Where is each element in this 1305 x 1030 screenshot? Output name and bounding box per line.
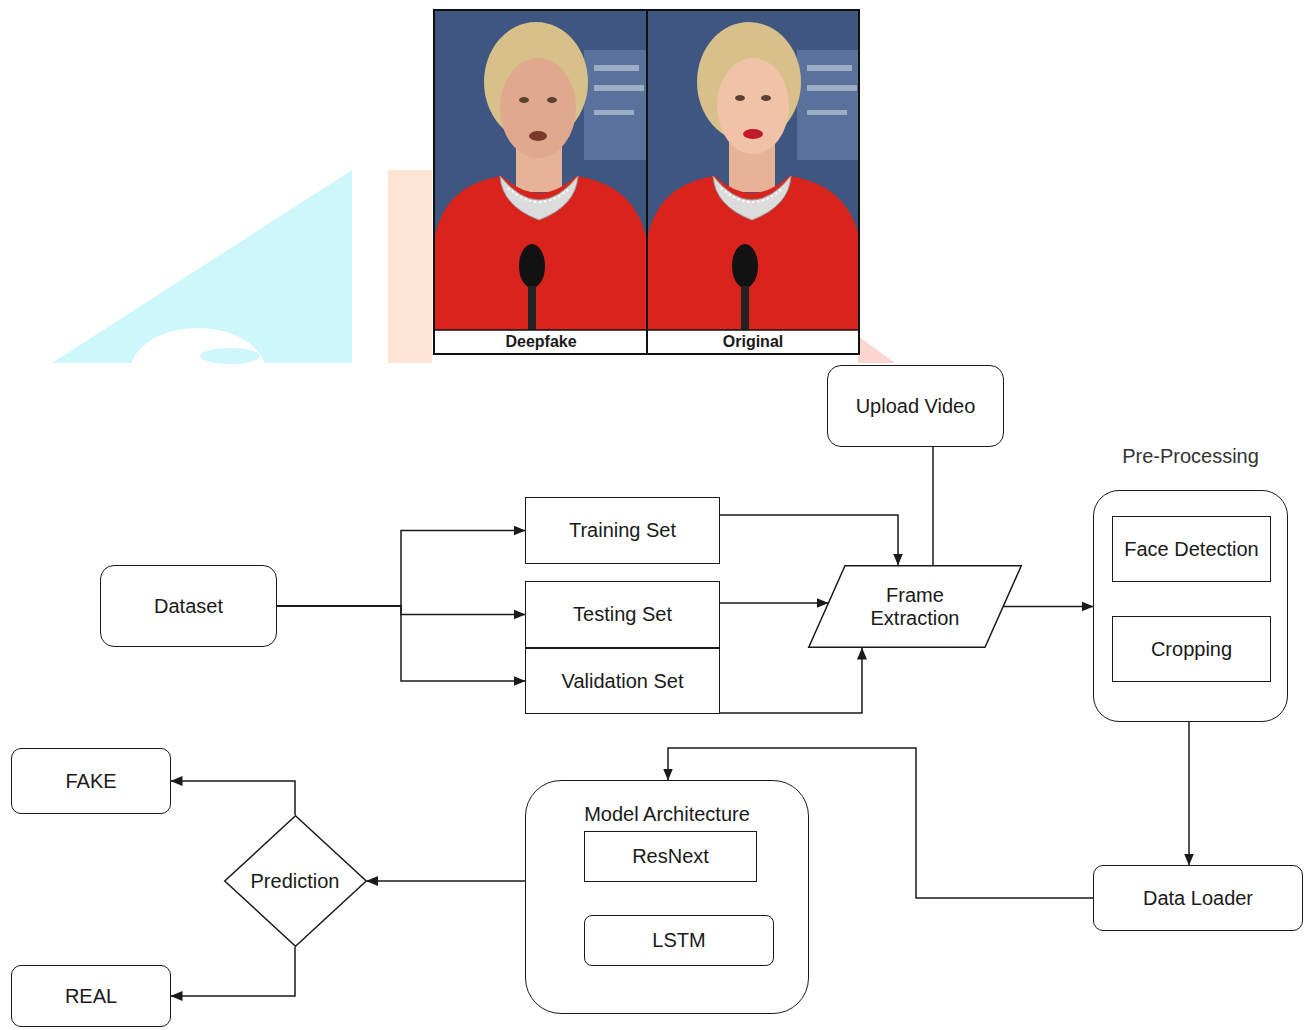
photo-scene bbox=[434, 10, 647, 331]
box-text: Prediction bbox=[251, 870, 340, 893]
eye bbox=[735, 95, 745, 101]
group-heading: Pre-Processing bbox=[1122, 445, 1259, 468]
eye bbox=[547, 97, 557, 103]
diamond-shape bbox=[224, 816, 366, 947]
group-container: Model ArchitectureResNextLSTM bbox=[525, 780, 809, 1014]
model-box: LSTM bbox=[584, 915, 774, 966]
watermark-swoosh bbox=[130, 328, 266, 416]
box-text: LSTM bbox=[652, 929, 705, 952]
connector bbox=[1004, 606, 1094, 608]
watermark-band bbox=[388, 170, 432, 363]
process-box: Cropping bbox=[1112, 616, 1271, 682]
watermark-swoosh bbox=[200, 348, 260, 364]
connector bbox=[720, 515, 898, 565]
connector bbox=[720, 602, 828, 604]
photo-frame bbox=[434, 10, 859, 354]
decision-diamond: Prediction bbox=[224, 815, 367, 947]
dataset-split-box: Training Set bbox=[525, 497, 720, 564]
box-text: ResNext bbox=[632, 845, 709, 868]
box-text: Training Set bbox=[569, 519, 676, 542]
face bbox=[500, 58, 576, 158]
parallelogram-shape bbox=[809, 566, 1022, 648]
box-text: Dataset bbox=[154, 595, 223, 618]
connector bbox=[171, 947, 295, 996]
caption-wrap: Deepfake bbox=[441, 332, 641, 352]
model-box: ResNext bbox=[584, 831, 757, 882]
connector bbox=[367, 880, 526, 882]
connector bbox=[720, 648, 862, 713]
group-heading: Model Architecture bbox=[584, 803, 750, 826]
photo-divider bbox=[646, 10, 648, 354]
output-box: REAL bbox=[11, 965, 171, 1027]
box-text: FAKE bbox=[65, 770, 116, 793]
process-box: Data Loader bbox=[1093, 865, 1303, 931]
process-box: Face Detection bbox=[1112, 516, 1271, 582]
data-box: Dataset bbox=[100, 565, 277, 647]
box-text: Testing Set bbox=[573, 603, 672, 626]
caption-wrap: Original bbox=[653, 332, 853, 352]
connector bbox=[1188, 722, 1190, 865]
red-lips bbox=[743, 129, 763, 139]
box-text: Frame Extraction bbox=[856, 584, 974, 630]
group-container: Pre-ProcessingFace DetectionCropping bbox=[1093, 490, 1288, 722]
box-text: Data Loader bbox=[1143, 887, 1253, 910]
image-caption: Deepfake bbox=[505, 332, 576, 352]
box-text: Upload Video bbox=[856, 395, 976, 418]
original-photo bbox=[647, 10, 860, 331]
photo-scene bbox=[647, 10, 860, 331]
image-caption: Original bbox=[723, 332, 783, 352]
heading-wrap: Model Architecture bbox=[526, 803, 808, 826]
box-text: Face Detection bbox=[1124, 538, 1259, 561]
heading-wrap: Pre-Processing bbox=[1034, 445, 1305, 468]
connector bbox=[277, 531, 525, 607]
deepfake-photo bbox=[434, 10, 647, 331]
dataset-split-box: Testing Set bbox=[525, 581, 720, 648]
box-text: Validation Set bbox=[562, 670, 684, 693]
face bbox=[717, 58, 789, 154]
output-box: FAKE bbox=[11, 748, 171, 814]
io-parallelogram: Frame Extraction bbox=[808, 565, 1022, 648]
input-box: Upload Video bbox=[827, 365, 1004, 447]
mouth bbox=[529, 131, 547, 141]
box-text: REAL bbox=[65, 985, 117, 1008]
caption-divider bbox=[434, 329, 859, 331]
dataset-split-box: Validation Set bbox=[525, 648, 720, 714]
eye bbox=[519, 97, 529, 103]
box-text: Cropping bbox=[1151, 638, 1232, 661]
eye bbox=[761, 95, 771, 101]
watermark-shape bbox=[858, 336, 895, 363]
connector bbox=[932, 447, 934, 565]
connector bbox=[171, 781, 295, 815]
connector bbox=[277, 606, 525, 681]
